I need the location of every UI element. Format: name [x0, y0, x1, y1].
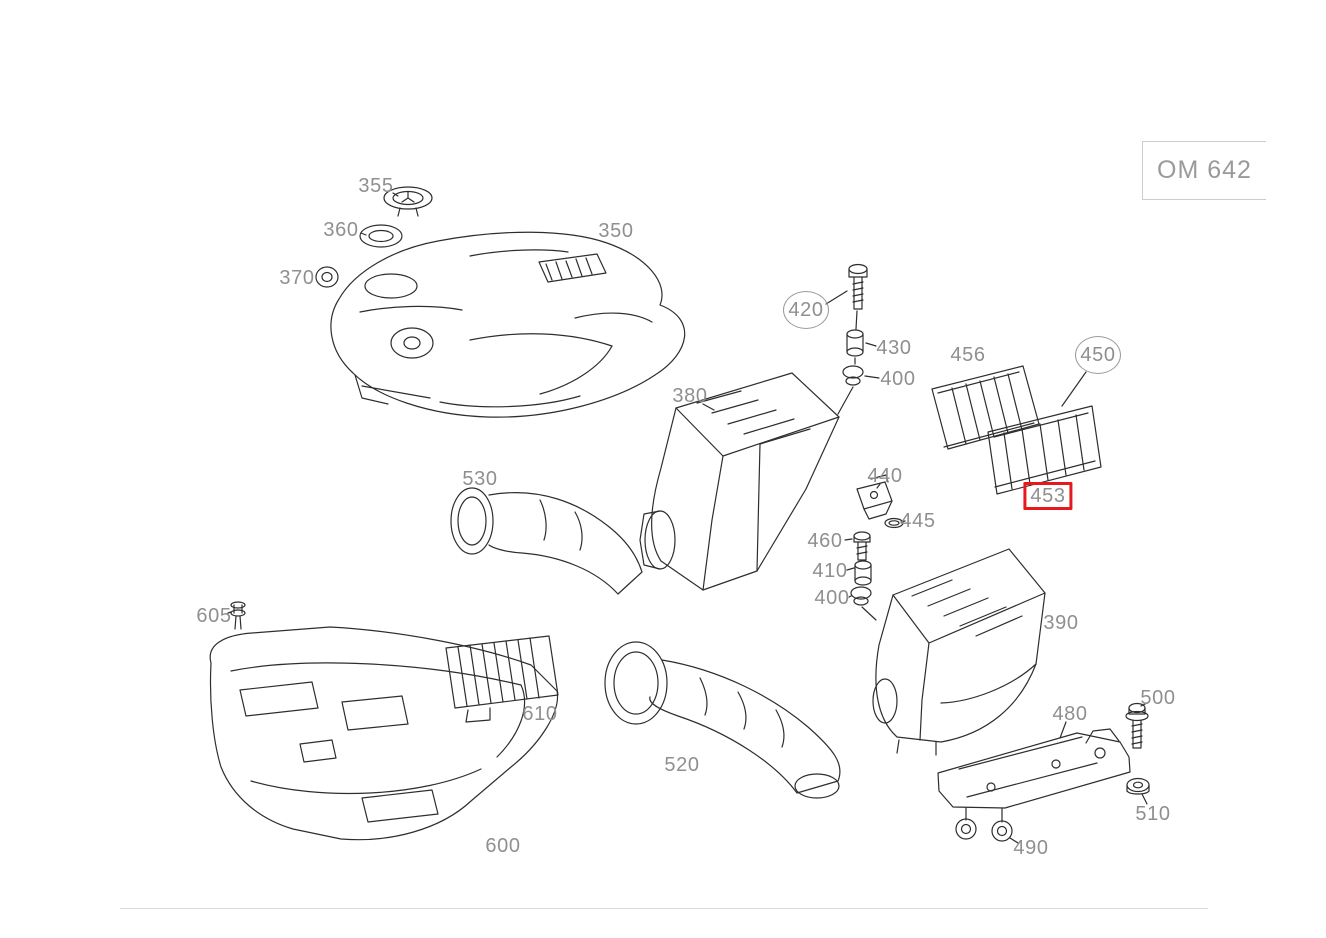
part-label-510[interactable]: 510	[1135, 803, 1171, 825]
bolt-420-drawing	[825, 263, 868, 310]
part-label-430[interactable]: 430	[876, 337, 912, 359]
grommets-490-drawing	[955, 818, 1019, 844]
part-label-500[interactable]: 500	[1140, 687, 1176, 709]
grommet-400-upper-drawing	[842, 365, 880, 386]
spacer-430-drawing	[846, 329, 877, 357]
part-label-445[interactable]: 445	[900, 510, 936, 532]
engine-model-label: OM 642	[1157, 156, 1252, 184]
grommet-370-drawing	[315, 266, 339, 288]
part-label-460[interactable]: 460	[807, 530, 843, 552]
filler-cap-355-drawing	[383, 186, 433, 217]
part-label-440[interactable]: 440	[867, 465, 903, 487]
clip-605-drawing	[227, 601, 246, 630]
part-label-360[interactable]: 360	[323, 219, 359, 241]
part-label-350[interactable]: 350	[598, 220, 634, 242]
part-label-420[interactable]: 420	[783, 291, 829, 329]
part-label-605[interactable]: 605	[196, 605, 232, 627]
grommet-400-lower-drawing	[848, 586, 877, 621]
bolt-460-drawing	[844, 531, 871, 561]
page-footer-rule	[120, 908, 1208, 909]
part-label-600[interactable]: 600	[485, 835, 521, 857]
bottom-cover-600-drawing	[209, 626, 559, 841]
sensor-440-drawing	[856, 474, 893, 520]
part-label-490[interactable]: 490	[1013, 837, 1049, 859]
part-label-400[interactable]: 400	[814, 587, 850, 609]
part-label-400[interactable]: 400	[880, 368, 916, 390]
part-label-390[interactable]: 390	[1043, 612, 1079, 634]
part-label-530[interactable]: 530	[462, 468, 498, 490]
part-label-370[interactable]: 370	[279, 267, 315, 289]
bolt-500-drawing	[1125, 701, 1150, 749]
air-cleaner-upper-drawing	[639, 372, 840, 591]
part-label-380[interactable]: 380	[672, 385, 708, 407]
air-filter-450-drawing	[987, 371, 1102, 495]
nut-510-drawing	[1126, 777, 1150, 805]
engine-model-box: OM 642	[1142, 141, 1266, 200]
part-label-410[interactable]: 410	[812, 560, 848, 582]
part-label-520[interactable]: 520	[664, 754, 700, 776]
part-label-453-selected[interactable]: 453	[1023, 482, 1073, 510]
engine-cover-drawing	[330, 231, 686, 418]
o-ring-445-drawing	[884, 517, 906, 529]
part-label-456[interactable]: 456	[950, 344, 986, 366]
intake-duct-520-drawing	[604, 641, 841, 799]
part-label-450[interactable]: 450	[1075, 336, 1121, 374]
part-label-480[interactable]: 480	[1052, 703, 1088, 725]
sleeve-410-drawing	[846, 560, 872, 586]
part-label-355[interactable]: 355	[358, 175, 394, 197]
air-duct-530-drawing	[450, 487, 643, 595]
leader-line	[837, 310, 858, 415]
air-cleaner-lower-drawing	[872, 548, 1046, 756]
part-label-610[interactable]: 610	[522, 703, 558, 725]
oil-cap-360-drawing	[359, 224, 403, 248]
bracket-480-drawing	[937, 721, 1131, 823]
